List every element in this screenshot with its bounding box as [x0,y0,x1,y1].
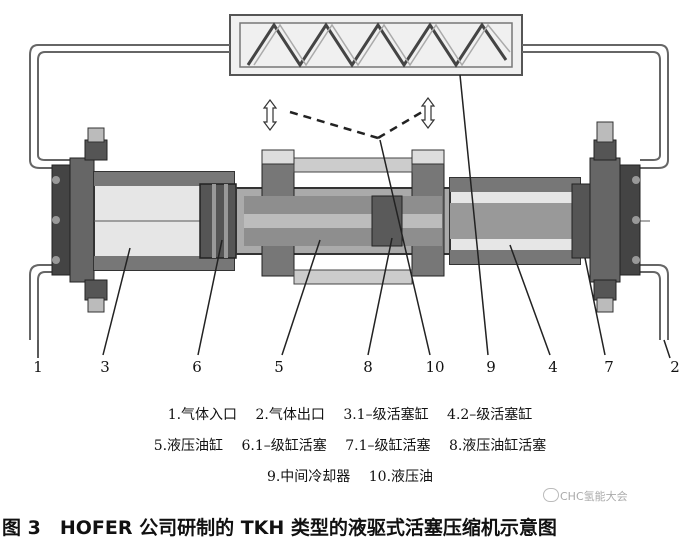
legend-line-1: 1.气体入口 2.气体出口 3.1–级活塞缸 4.2–级活塞缸 [0,404,700,424]
label-2: 2 [670,358,680,376]
legend-line-3: 9.中间冷却器 10.液压油 [0,466,700,486]
hydraulic-cylinder [235,149,451,285]
legend-item: 9.中间冷却器 [266,469,351,485]
label-10: 10 [425,358,445,376]
up-down-arrow-icon [262,97,436,131]
compressor-schematic [29,14,671,359]
left-end-cap [51,127,108,313]
intercooler [229,14,523,76]
label-5: 5 [274,358,284,376]
label-1: 1 [33,358,43,376]
first-stage-piston [199,183,237,259]
legend-item: 7.1–级缸活塞 [345,438,431,454]
label-6: 6 [192,358,202,376]
intercooler-coil [246,22,508,68]
legend-item: 8.液压油缸活塞 [448,438,547,454]
legend-item: 1.气体入口 [167,407,238,423]
leader-lines [37,74,671,359]
hydraulic-piston [371,195,403,247]
watermark: CHC氢能大会 [560,490,628,503]
label-7: 7 [604,358,614,376]
legend-item: 4.2–级活塞缸 [447,407,533,423]
label-8: 8 [363,358,373,376]
legend-item: 6.1–级缸活塞 [241,438,327,454]
label-9: 9 [486,358,496,376]
second-stage-piston [571,183,591,259]
label-3: 3 [100,358,110,376]
right-end-cap [589,121,641,313]
gas-piping [29,44,669,340]
figure-caption: 图 3 HOFER 公司研制的 TKH 类型的液驱式活塞压缩机示意图 [2,517,557,539]
legend-item: 10.液压油 [368,469,434,485]
legend-line-2: 5.液压油缸 6.1–级缸活塞 7.1–级缸活塞 8.液压油缸活塞 [0,435,700,455]
wechat-icon [543,488,559,502]
legend-item: 5.液压油缸 [153,438,224,454]
hydraulic-oil-lines [289,110,423,140]
legend-item: 3.1–级活塞缸 [343,407,429,423]
label-4: 4 [548,358,558,376]
legend-item: 2.气体出口 [255,407,325,423]
